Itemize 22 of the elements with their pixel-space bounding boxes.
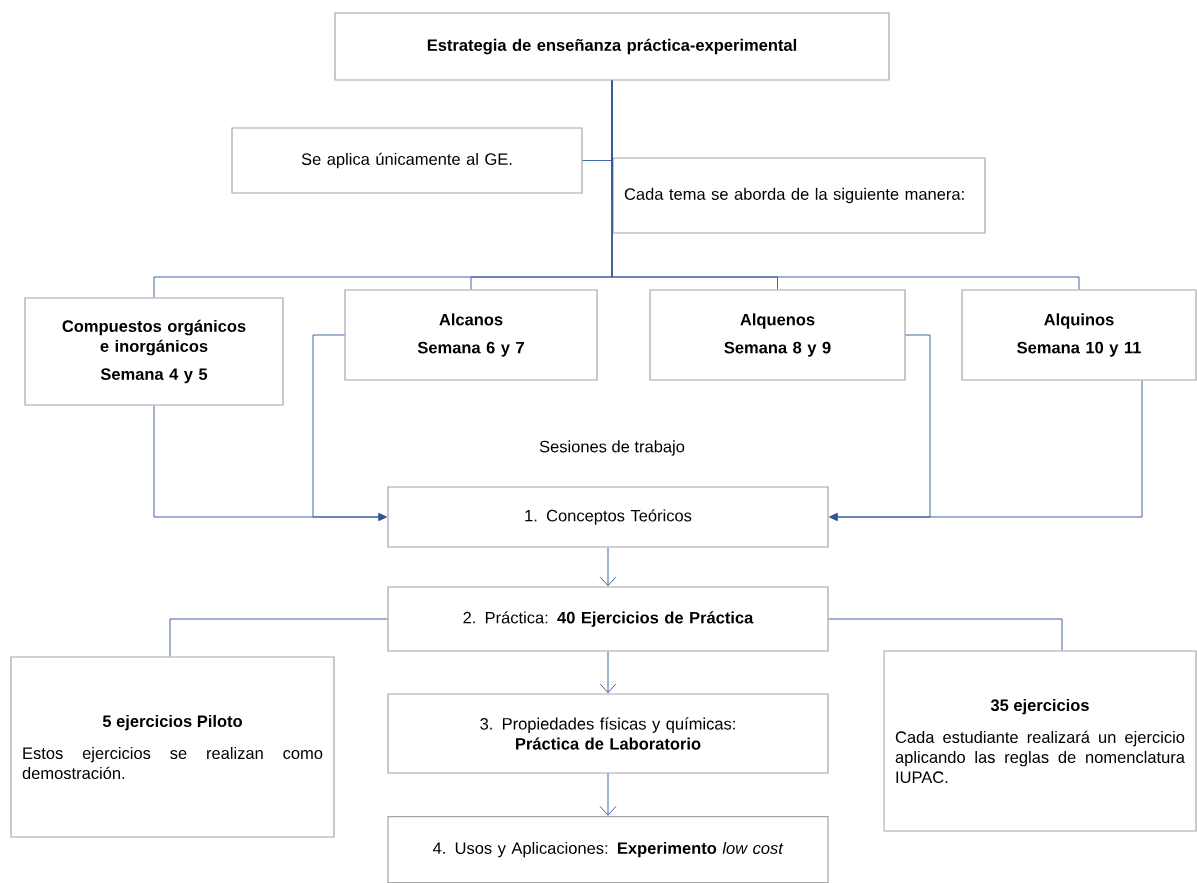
step-box: 2. Práctica: 40 Ejercicios de Práctica: [387, 586, 829, 652]
step-box: 3. Propiedades físicas y químicas: Práctica de Laboratorio: [387, 693, 829, 774]
topic-box: Alquinos Semana 10 y 11: [961, 289, 1197, 381]
connector-line: [611, 80, 1080, 290]
topic-box: Alquenos Semana 8 y 9: [649, 289, 906, 381]
exercise-box: 35 ejercicios Cada estudiante realizará un ejercicio aplicando las reglas de nomenclatura IUPAC.: [883, 650, 1197, 832]
arrow: [312, 334, 387, 521]
arrow: [599, 547, 617, 587]
connector-line: [169, 618, 388, 657]
arrow: [829, 380, 1143, 521]
connector-line: [828, 618, 1063, 651]
step-box: 1. Conceptos Teóricos: [387, 486, 829, 548]
arrow: [599, 773, 617, 816]
arrow: [599, 651, 617, 694]
step-box: Se aplica únicamente al GE.: [231, 127, 583, 194]
step-box: 4. Usos y Aplicaciones: Experimento low cost: [387, 816, 829, 883]
topic-box: Compuestos orgánicos e inorgánicos Semana 4 y 5: [24, 297, 284, 406]
exercise-box: 5 ejercicios Piloto Estos ejercicios se realizan como demostración.: [10, 656, 335, 838]
session-label: Sesiones de trabajo: [539, 440, 685, 456]
note-box: Cada tema se aborda de la siguiente manera:: [612, 157, 986, 234]
topic-box: Alcanos Semana 6 y 7: [344, 289, 598, 381]
title-box: Estrategia de enseñanza práctica-experimental: [334, 12, 890, 81]
